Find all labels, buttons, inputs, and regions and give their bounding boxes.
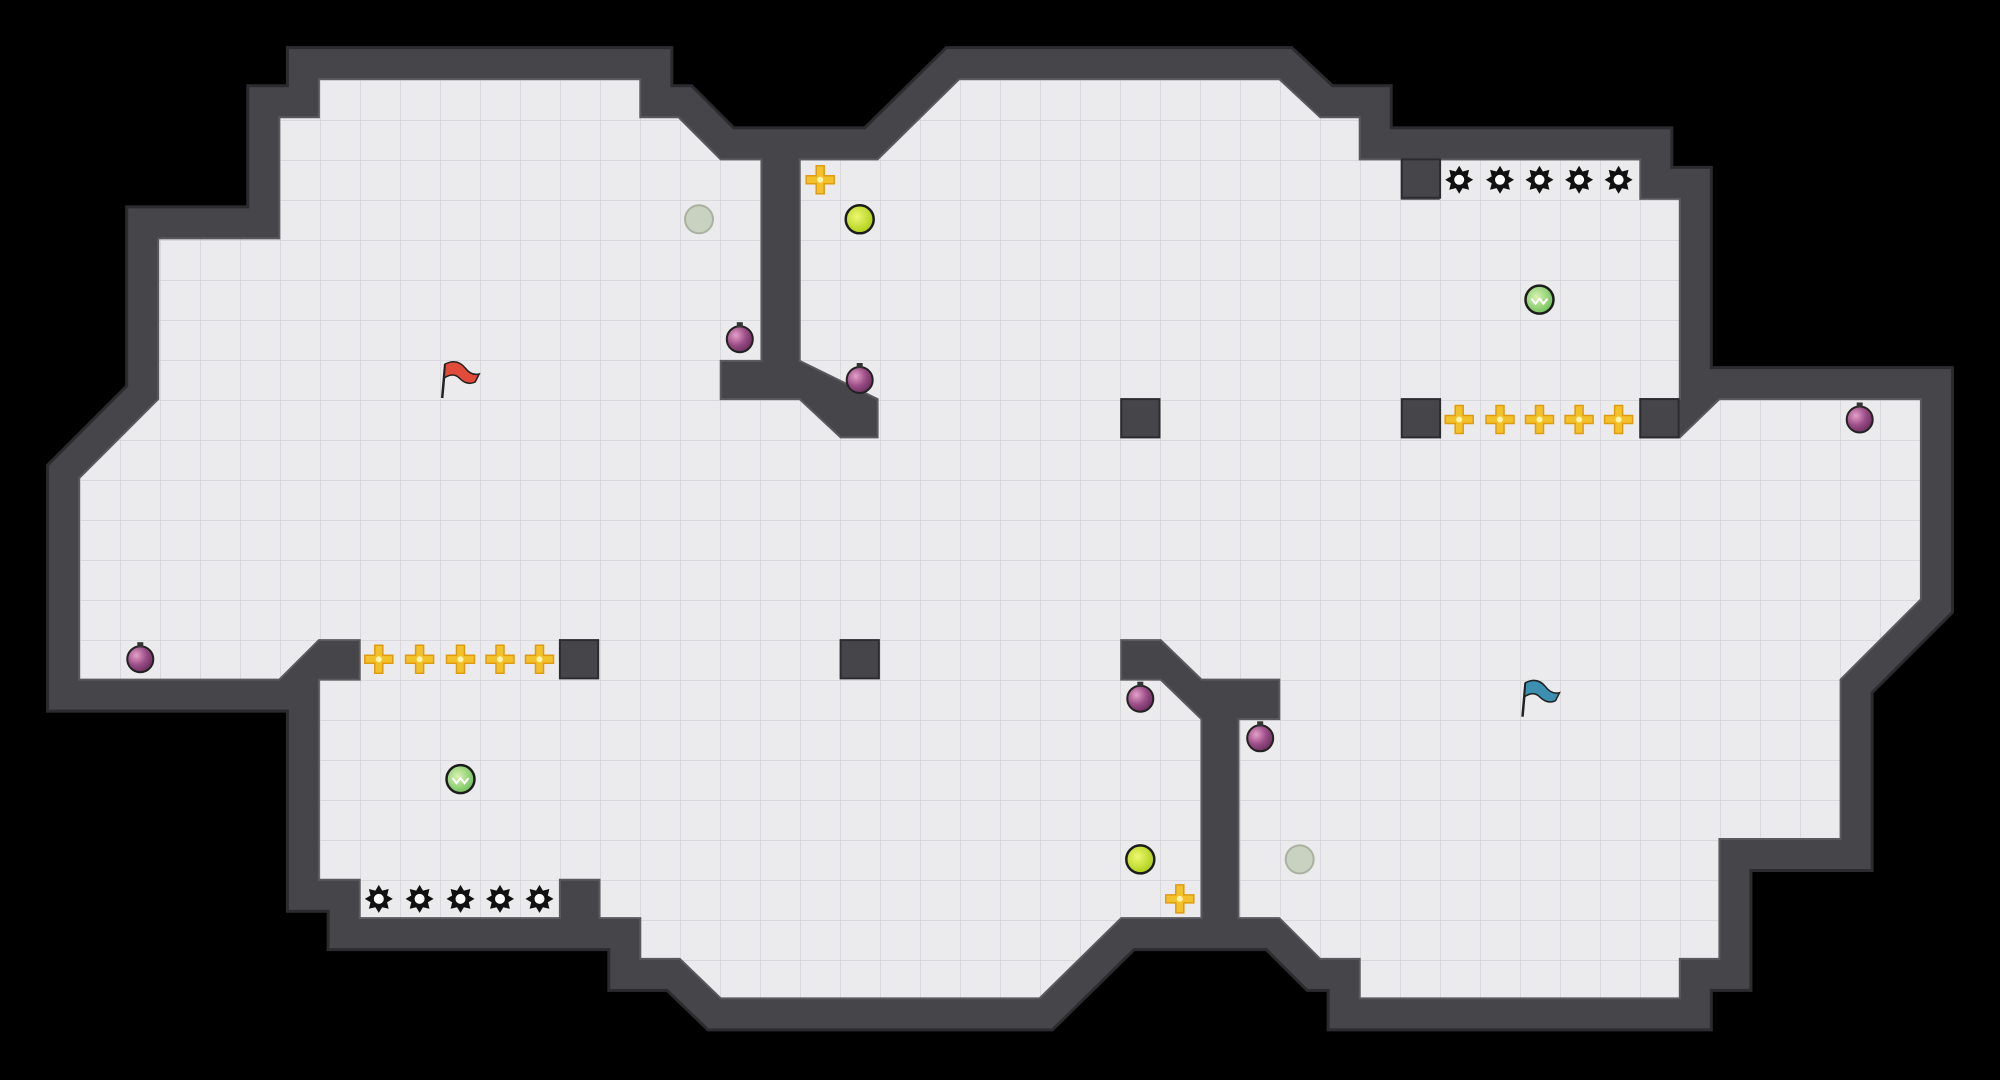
boost-icon (1485, 404, 1515, 435)
wall-block (1639, 398, 1680, 439)
spike-icon (1604, 165, 1633, 194)
bomb-icon (1246, 721, 1275, 753)
red-flag-icon (440, 361, 481, 399)
boost-icon (1564, 404, 1594, 435)
bomb-icon (1126, 681, 1155, 713)
portal-icon (445, 763, 476, 795)
spike-icon (405, 884, 434, 913)
button-icon (684, 204, 714, 235)
wall-blocks (558, 158, 1680, 680)
button-icon (1284, 844, 1315, 875)
bomb-icon (126, 642, 155, 674)
bomb-icon (725, 322, 754, 354)
bomb-icon (1845, 402, 1874, 434)
floor-area (78, 78, 1922, 1000)
spike-icon (1445, 165, 1474, 194)
powerup-icon (1125, 844, 1156, 875)
boost-icon (1165, 884, 1195, 914)
map-entities (126, 165, 1874, 914)
boost-icon (445, 644, 476, 674)
boost-icon (1444, 404, 1474, 435)
spike-icon (446, 884, 475, 913)
spike-icon (525, 884, 554, 913)
boost-icon (524, 644, 555, 674)
boost-icon (404, 644, 435, 674)
wall-block (558, 639, 600, 680)
spike-icon (486, 884, 514, 913)
wall-block (1400, 398, 1442, 439)
portal-icon (1524, 284, 1555, 315)
spike-icon (1525, 165, 1554, 194)
wall-block (1120, 398, 1161, 439)
boost-icon (1603, 404, 1634, 435)
spike-icon (1486, 165, 1514, 194)
wall-block (1400, 158, 1442, 199)
bomb-icon (845, 363, 874, 394)
spike-icon (1565, 165, 1594, 194)
boost-icon (805, 165, 835, 195)
wall-block (839, 639, 880, 680)
blue-flag-icon (1521, 679, 1561, 717)
boost-icon (485, 644, 515, 674)
boost-icon (1524, 404, 1555, 435)
powerup-icon (844, 204, 875, 235)
boost-icon (364, 644, 394, 674)
spike-icon (364, 884, 393, 913)
